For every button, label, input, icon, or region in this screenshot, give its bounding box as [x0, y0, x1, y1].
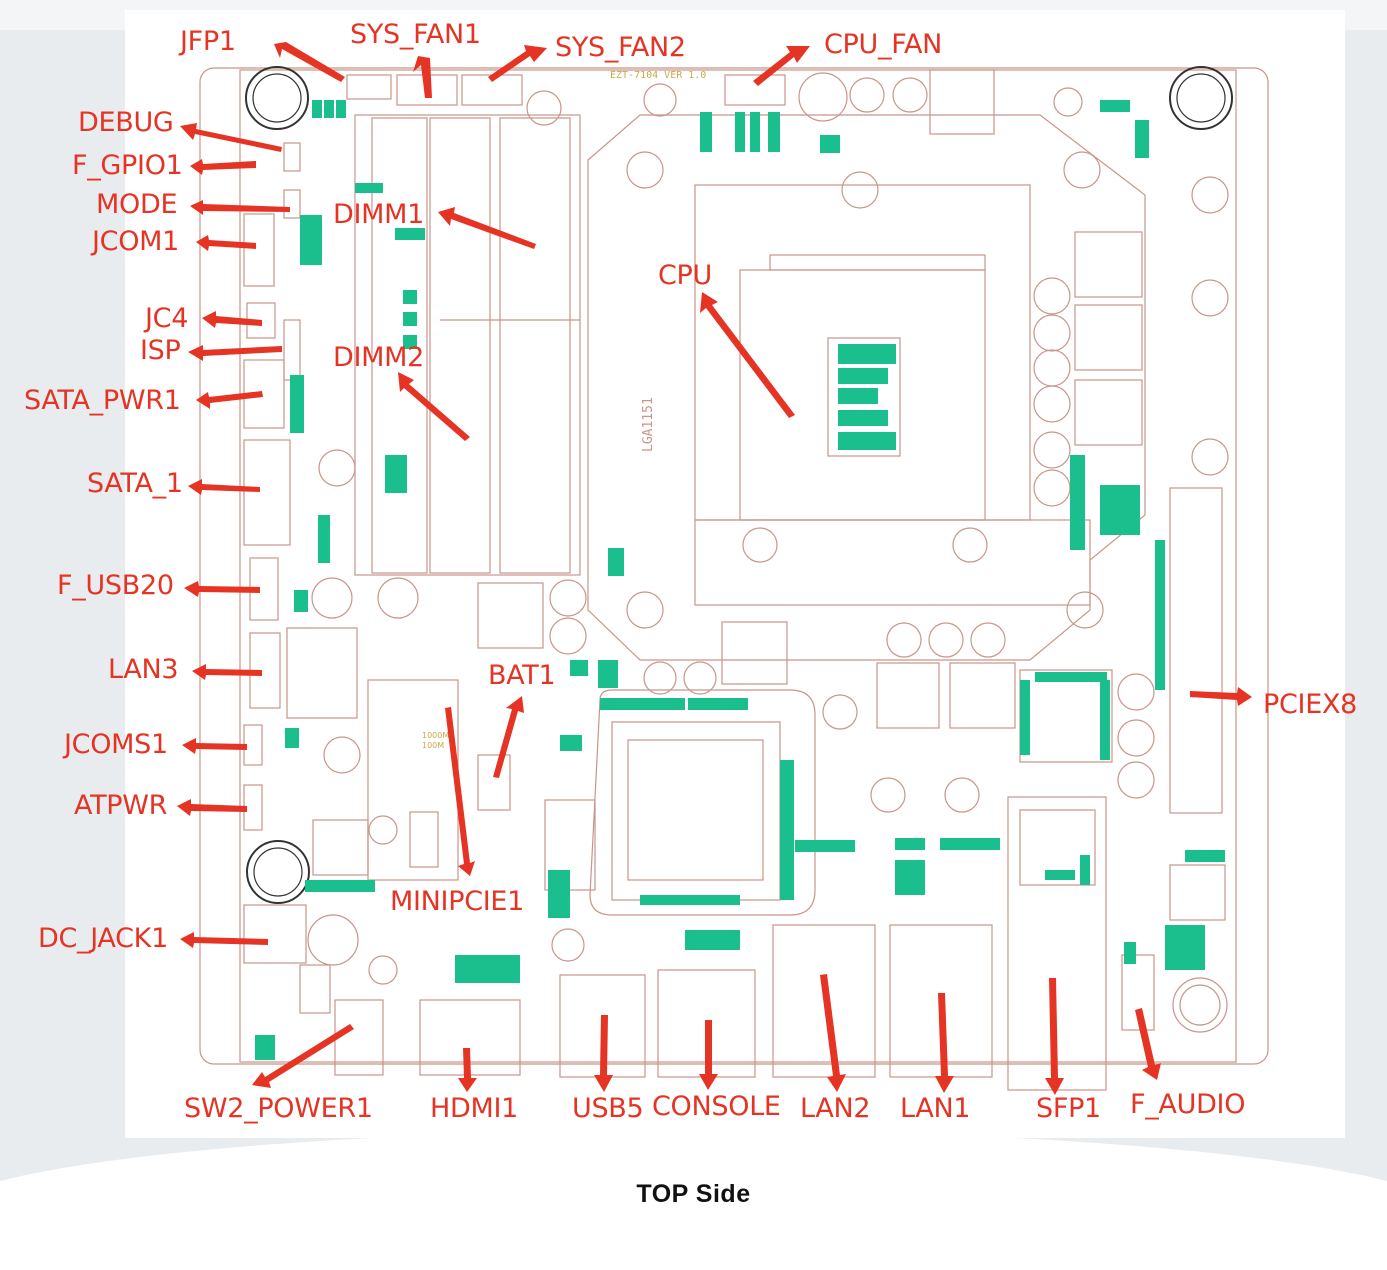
- arrow-jcom1: [196, 235, 256, 251]
- arrow-dc-jack1: [180, 932, 268, 948]
- board-version-text: EZT-7104 VER 1.0: [610, 70, 706, 81]
- arrow-lan1: [935, 993, 954, 1093]
- dimm1-slot: [354, 114, 581, 576]
- label-jfp1: JFP1: [180, 26, 236, 57]
- label-sata-1: SATA_1: [87, 468, 183, 499]
- label-minipcie1: MINIPCIE1: [390, 886, 525, 917]
- label-cpu-fan: CPU_FAN: [824, 29, 943, 60]
- arrow-dimm1: [438, 207, 536, 249]
- arrow-pciex8: [1190, 687, 1252, 706]
- sata-1-connector: [243, 439, 291, 546]
- arrow-mode: [190, 200, 290, 215]
- cpu-heatsink-outline: [587, 114, 1146, 661]
- arrow-sata-pwr1: [196, 391, 263, 409]
- board-diagram: EZT-7104 VER 1.0 LGA1151 1000M 100M: [177, 42, 1269, 1095]
- label-dimm1: DIMM1: [333, 199, 425, 230]
- label-sw2-power1: SW2_POWER1: [184, 1093, 373, 1124]
- arrow-cpu: [700, 292, 795, 418]
- label-dc-jack1: DC_JACK1: [38, 923, 168, 954]
- board-inner-outline: [239, 69, 1237, 1063]
- label-hdmi1: HDMI1: [430, 1093, 519, 1124]
- label-jcoms1: JCOMS1: [64, 729, 168, 760]
- label-mode: MODE: [96, 189, 178, 220]
- label-f-usb20: F_USB20: [57, 570, 174, 601]
- arrow-usb5: [594, 1015, 613, 1092]
- lan2-port: [772, 924, 876, 1078]
- isp-header: [283, 319, 301, 381]
- pointer-arrows: [177, 42, 1252, 1095]
- label-sys-fan1: SYS_FAN1: [350, 19, 481, 50]
- arrow-f-audio: [1135, 1008, 1161, 1080]
- label-usb5: USB5: [572, 1093, 644, 1124]
- mode-header: [283, 189, 301, 219]
- dc-jack1: [243, 904, 307, 964]
- diagram-caption: TOP Side: [636, 1180, 751, 1208]
- arrow-jfp1: [274, 42, 345, 82]
- mounting-hole-bl: [246, 840, 310, 904]
- minipcie1-slot: [367, 679, 459, 881]
- arrow-console: [699, 1020, 718, 1090]
- arrow-sys-fan1: [413, 56, 432, 98]
- label-console: CONSOLE: [652, 1091, 781, 1122]
- jfp1-header: [346, 74, 392, 100]
- board-outline: [199, 67, 1269, 1065]
- arrow-minipcie1: [445, 707, 475, 876]
- label-lan2: LAN2: [800, 1093, 871, 1124]
- label-sfp1: SFP1: [1036, 1093, 1101, 1124]
- arrow-dimm2: [398, 372, 470, 441]
- arrow-f-gpio1: [190, 159, 256, 175]
- arrow-sw2-power1: [252, 1024, 354, 1088]
- label-atpwr: ATPWR: [74, 790, 168, 821]
- label-f-audio: F_AUDIO: [1130, 1089, 1246, 1120]
- label-debug: DEBUG: [78, 107, 174, 138]
- label-lan1: LAN1: [900, 1093, 971, 1124]
- cpu-pad-area: [827, 337, 901, 457]
- label-jc4: JC4: [145, 303, 189, 334]
- arrow-lan3: [192, 664, 262, 680]
- board-small-text-a: 1000M: [422, 731, 449, 740]
- arrow-jcoms1: [182, 738, 247, 754]
- arrow-hdmi1: [458, 1048, 477, 1092]
- pciex8-slot: [1169, 487, 1223, 814]
- label-f-gpio1: F_GPIO1: [72, 150, 183, 181]
- pch-heatsink-outline: [589, 689, 816, 916]
- label-pciex8: PCIEX8: [1263, 689, 1358, 720]
- arrow-debug: [180, 123, 282, 152]
- arrow-sata-1: [188, 479, 260, 495]
- label-sata-pwr1: SATA_PWR1: [24, 385, 181, 416]
- label-bat1: BAT1: [488, 660, 556, 691]
- label-dimm2: DIMM2: [333, 342, 425, 373]
- arrow-isp: [188, 345, 282, 361]
- arrow-bat1: [493, 696, 524, 778]
- arrow-sys-fan2: [488, 45, 547, 82]
- arrow-sfp1: [1045, 978, 1064, 1095]
- arrow-f-usb20: [184, 581, 260, 597]
- socket-text: LGA1151: [641, 397, 656, 452]
- pch-chip: [611, 721, 781, 901]
- label-lan3: LAN3: [108, 654, 179, 685]
- arrow-lan2: [820, 974, 846, 1092]
- mounting-hole-br: [1172, 977, 1228, 1033]
- board-small-text-b: 100M: [422, 741, 444, 750]
- label-isp: ISP: [140, 335, 181, 366]
- component-marks: [255, 100, 1225, 1060]
- arrow-jc4: [202, 311, 262, 328]
- label-jcom1: JCOM1: [92, 226, 180, 257]
- jcom1-header: [243, 213, 275, 287]
- mounting-hole-tl: [245, 66, 309, 130]
- arrow-cpu-fan: [753, 46, 810, 86]
- label-sys-fan2: SYS_FAN2: [555, 32, 686, 63]
- f-audio-header: [1121, 954, 1155, 1031]
- label-cpu: CPU: [658, 260, 712, 291]
- cpu-fan-header: [724, 74, 786, 106]
- board-outlines: [199, 66, 1269, 1091]
- arrow-atpwr: [177, 799, 247, 816]
- bat1-holder: [477, 754, 511, 811]
- debug-header: [283, 142, 301, 172]
- mounting-hole-tr: [1169, 66, 1233, 130]
